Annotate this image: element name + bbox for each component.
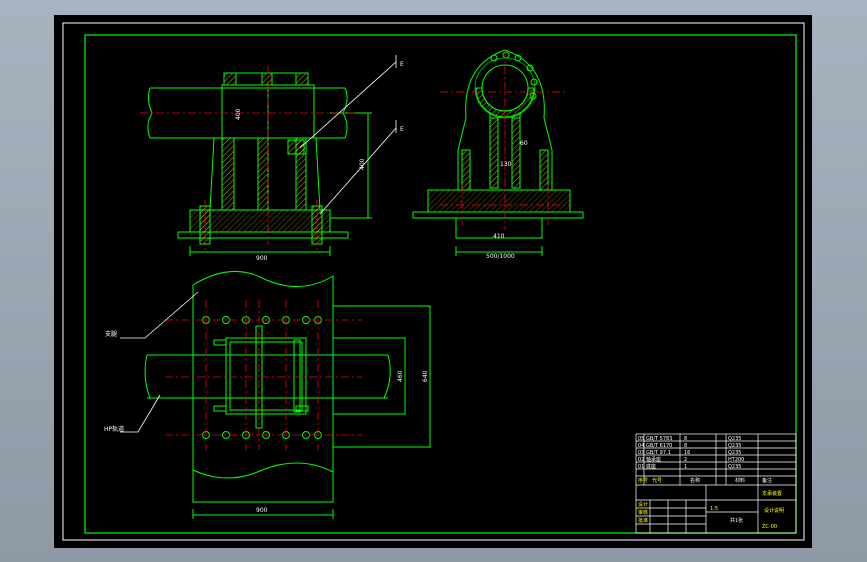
parts-row-name: 底座 bbox=[646, 463, 656, 470]
plan-leader-top-label: 支腿 bbox=[105, 330, 117, 338]
section-mark-e2: E bbox=[400, 126, 404, 133]
parts-row-qty: 8 bbox=[684, 436, 687, 442]
parts-row-name: GB/T 5783 bbox=[646, 436, 672, 442]
parts-row-mat: Q235 bbox=[728, 436, 741, 442]
parts-row-mat: Q235 bbox=[728, 464, 741, 470]
plan-center-lines bbox=[165, 300, 362, 450]
plan-view[interactable] bbox=[144, 270, 431, 519]
scale-value: 1:5 bbox=[710, 506, 718, 512]
side-dim-inner: 410 bbox=[493, 233, 505, 240]
parts-row-code: 02 bbox=[638, 457, 644, 463]
section-leaders bbox=[299, 55, 397, 215]
drawing-canvas[interactable]: E E 900 400 400 410 500/1000 6 bbox=[54, 15, 812, 548]
front-dim-mid: 400 bbox=[235, 108, 242, 120]
plan-housing bbox=[225, 337, 307, 415]
plan-dim-bottom: 900 bbox=[256, 507, 268, 514]
side-dim-small: 130 bbox=[500, 161, 512, 168]
section-mark-e1: E bbox=[400, 61, 404, 68]
parts-row-mat: Q235 bbox=[728, 443, 741, 449]
front-view[interactable] bbox=[147, 72, 372, 256]
outer-frame bbox=[62, 22, 805, 541]
parts-row-qty: 2 bbox=[684, 457, 687, 463]
side-dim-total: 500/1000 bbox=[486, 253, 515, 260]
sheet-count: 共1张 bbox=[730, 517, 743, 524]
side-dim-radius: 60 bbox=[520, 140, 528, 147]
checker-label: 审核 bbox=[638, 509, 648, 516]
drawing-name: 支承装置 bbox=[762, 490, 782, 497]
title-header-name: 代号 bbox=[652, 477, 662, 484]
parts-row-qty: 8 bbox=[684, 443, 687, 449]
parts-row-name: GB/T 97.1 bbox=[646, 450, 671, 456]
parts-row-name: 轴承座 bbox=[646, 456, 661, 463]
parts-row-code: 03 bbox=[638, 450, 644, 456]
title-header-mat: 材料 bbox=[735, 477, 745, 484]
designer-label: 设计 bbox=[638, 501, 648, 508]
school-name: 设计说明 bbox=[764, 507, 784, 514]
plan-dim-right-inner: 460 bbox=[397, 370, 404, 382]
front-dim-height: 400 bbox=[359, 158, 366, 170]
front-dim-width: 900 bbox=[256, 255, 268, 262]
parts-row-code: 04 bbox=[638, 443, 644, 449]
parts-row-code: 01 bbox=[638, 464, 644, 470]
parts-row-name: GB/T 6170 bbox=[646, 443, 672, 449]
title-header-qty: 名称 bbox=[690, 477, 700, 484]
drawing-number: ZC-00 bbox=[762, 524, 777, 530]
title-header-note: 备注 bbox=[762, 477, 772, 484]
inner-frame bbox=[84, 34, 797, 534]
parts-row-mat: Q235 bbox=[728, 450, 741, 456]
plan-rail bbox=[144, 354, 391, 399]
cad-viewport[interactable]: E E 900 400 400 410 500/1000 6 bbox=[54, 15, 812, 548]
side-view[interactable] bbox=[412, 49, 584, 256]
plan-leader-bottom-label: HP轨道 bbox=[104, 425, 124, 433]
plan-base-plate bbox=[192, 270, 334, 479]
parts-row-qty: 16 bbox=[684, 450, 690, 456]
parts-row-code: 05 bbox=[638, 436, 644, 442]
parts-row-qty: 1 bbox=[684, 464, 687, 470]
title-header-code: 序号 bbox=[638, 477, 648, 484]
front-center-lines bbox=[140, 65, 355, 250]
approver-label: 批准 bbox=[638, 517, 648, 524]
parts-row-mat: HT200 bbox=[728, 457, 744, 463]
plan-dim-right-outer: 640 bbox=[422, 370, 429, 382]
title-block[interactable] bbox=[635, 433, 797, 534]
side-center-lines bbox=[440, 50, 570, 230]
plan-leaders bbox=[120, 291, 199, 433]
